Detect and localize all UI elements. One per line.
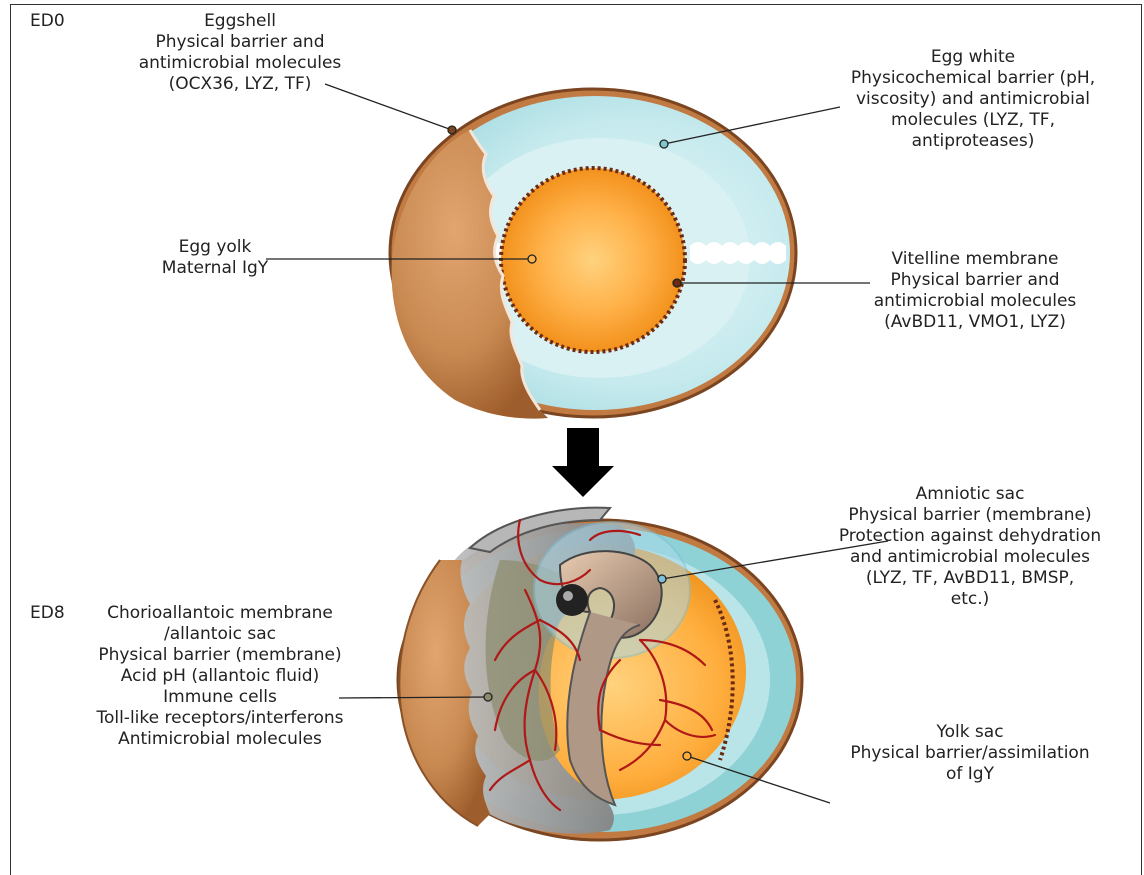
stage-label-ed0: ED0 <box>30 11 65 32</box>
label-egg-white: Egg white Physicochemical barrier (pH, v… <box>838 47 1108 152</box>
label-yolk-sac: Yolk sac Physical barrier/assimilation o… <box>830 722 1110 785</box>
egg-ed8 <box>398 508 802 840</box>
egg-ed0 <box>390 89 796 419</box>
label-egg-yolk: Egg yolk Maternal IgY <box>145 237 285 279</box>
embryo-eye <box>556 584 588 616</box>
label-vitelline-membrane: Vitelline membrane Physical barrier and … <box>855 249 1095 333</box>
down-arrow-icon <box>552 428 614 497</box>
label-eggshell: Eggshell Physical barrier and antimicrob… <box>115 11 365 95</box>
label-chorioallantoic: Chorioallantoic membrane /allantoic sac … <box>60 603 380 750</box>
label-amniotic-sac: Amniotic sac Physical barrier (membrane)… <box>820 484 1120 610</box>
